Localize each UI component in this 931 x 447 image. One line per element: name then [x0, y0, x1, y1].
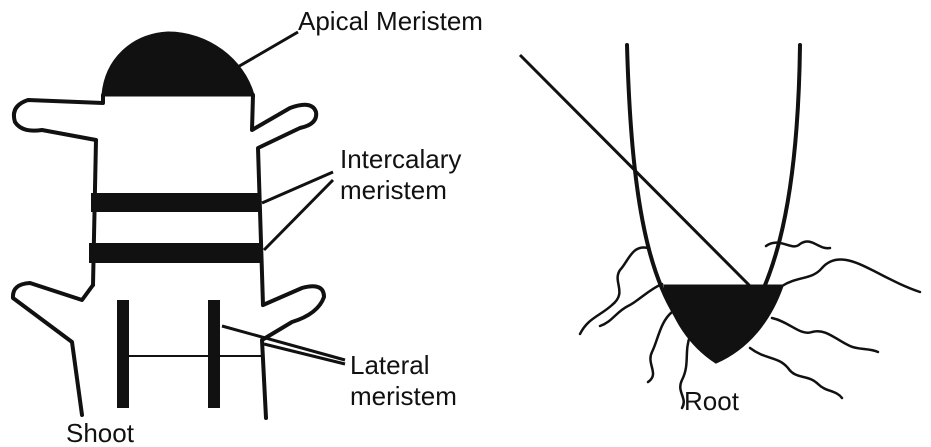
- label-root: Root: [684, 386, 740, 416]
- label-shoot: Shoot: [66, 418, 135, 447]
- lateral-strip-right: [208, 300, 220, 408]
- lateral-strip-left: [117, 300, 129, 408]
- root-apical-meristem: [665, 286, 782, 362]
- leader-lateral-lower: [264, 344, 345, 364]
- label-apical-meristem: Apical Meristem: [298, 6, 483, 36]
- intercalary-band-upper: [91, 193, 261, 212]
- leader-lateral-upper: [222, 326, 345, 360]
- shoot-apical-meristem: [103, 33, 253, 95]
- leader-apical-shoot: [236, 32, 298, 68]
- root: [580, 45, 920, 408]
- leader-intercalary-lower: [264, 180, 333, 250]
- label-intercalary-line2: meristem: [340, 175, 447, 205]
- label-lateral-line2: meristem: [350, 381, 457, 411]
- leader-apical-root: [520, 55, 756, 292]
- leader-intercalary-upper: [262, 172, 333, 203]
- shoot: [13, 33, 324, 418]
- label-lateral-line1: Lateral: [350, 350, 430, 380]
- label-intercalary-line1: Intercalary: [340, 144, 461, 174]
- intercalary-band-lower: [89, 243, 263, 263]
